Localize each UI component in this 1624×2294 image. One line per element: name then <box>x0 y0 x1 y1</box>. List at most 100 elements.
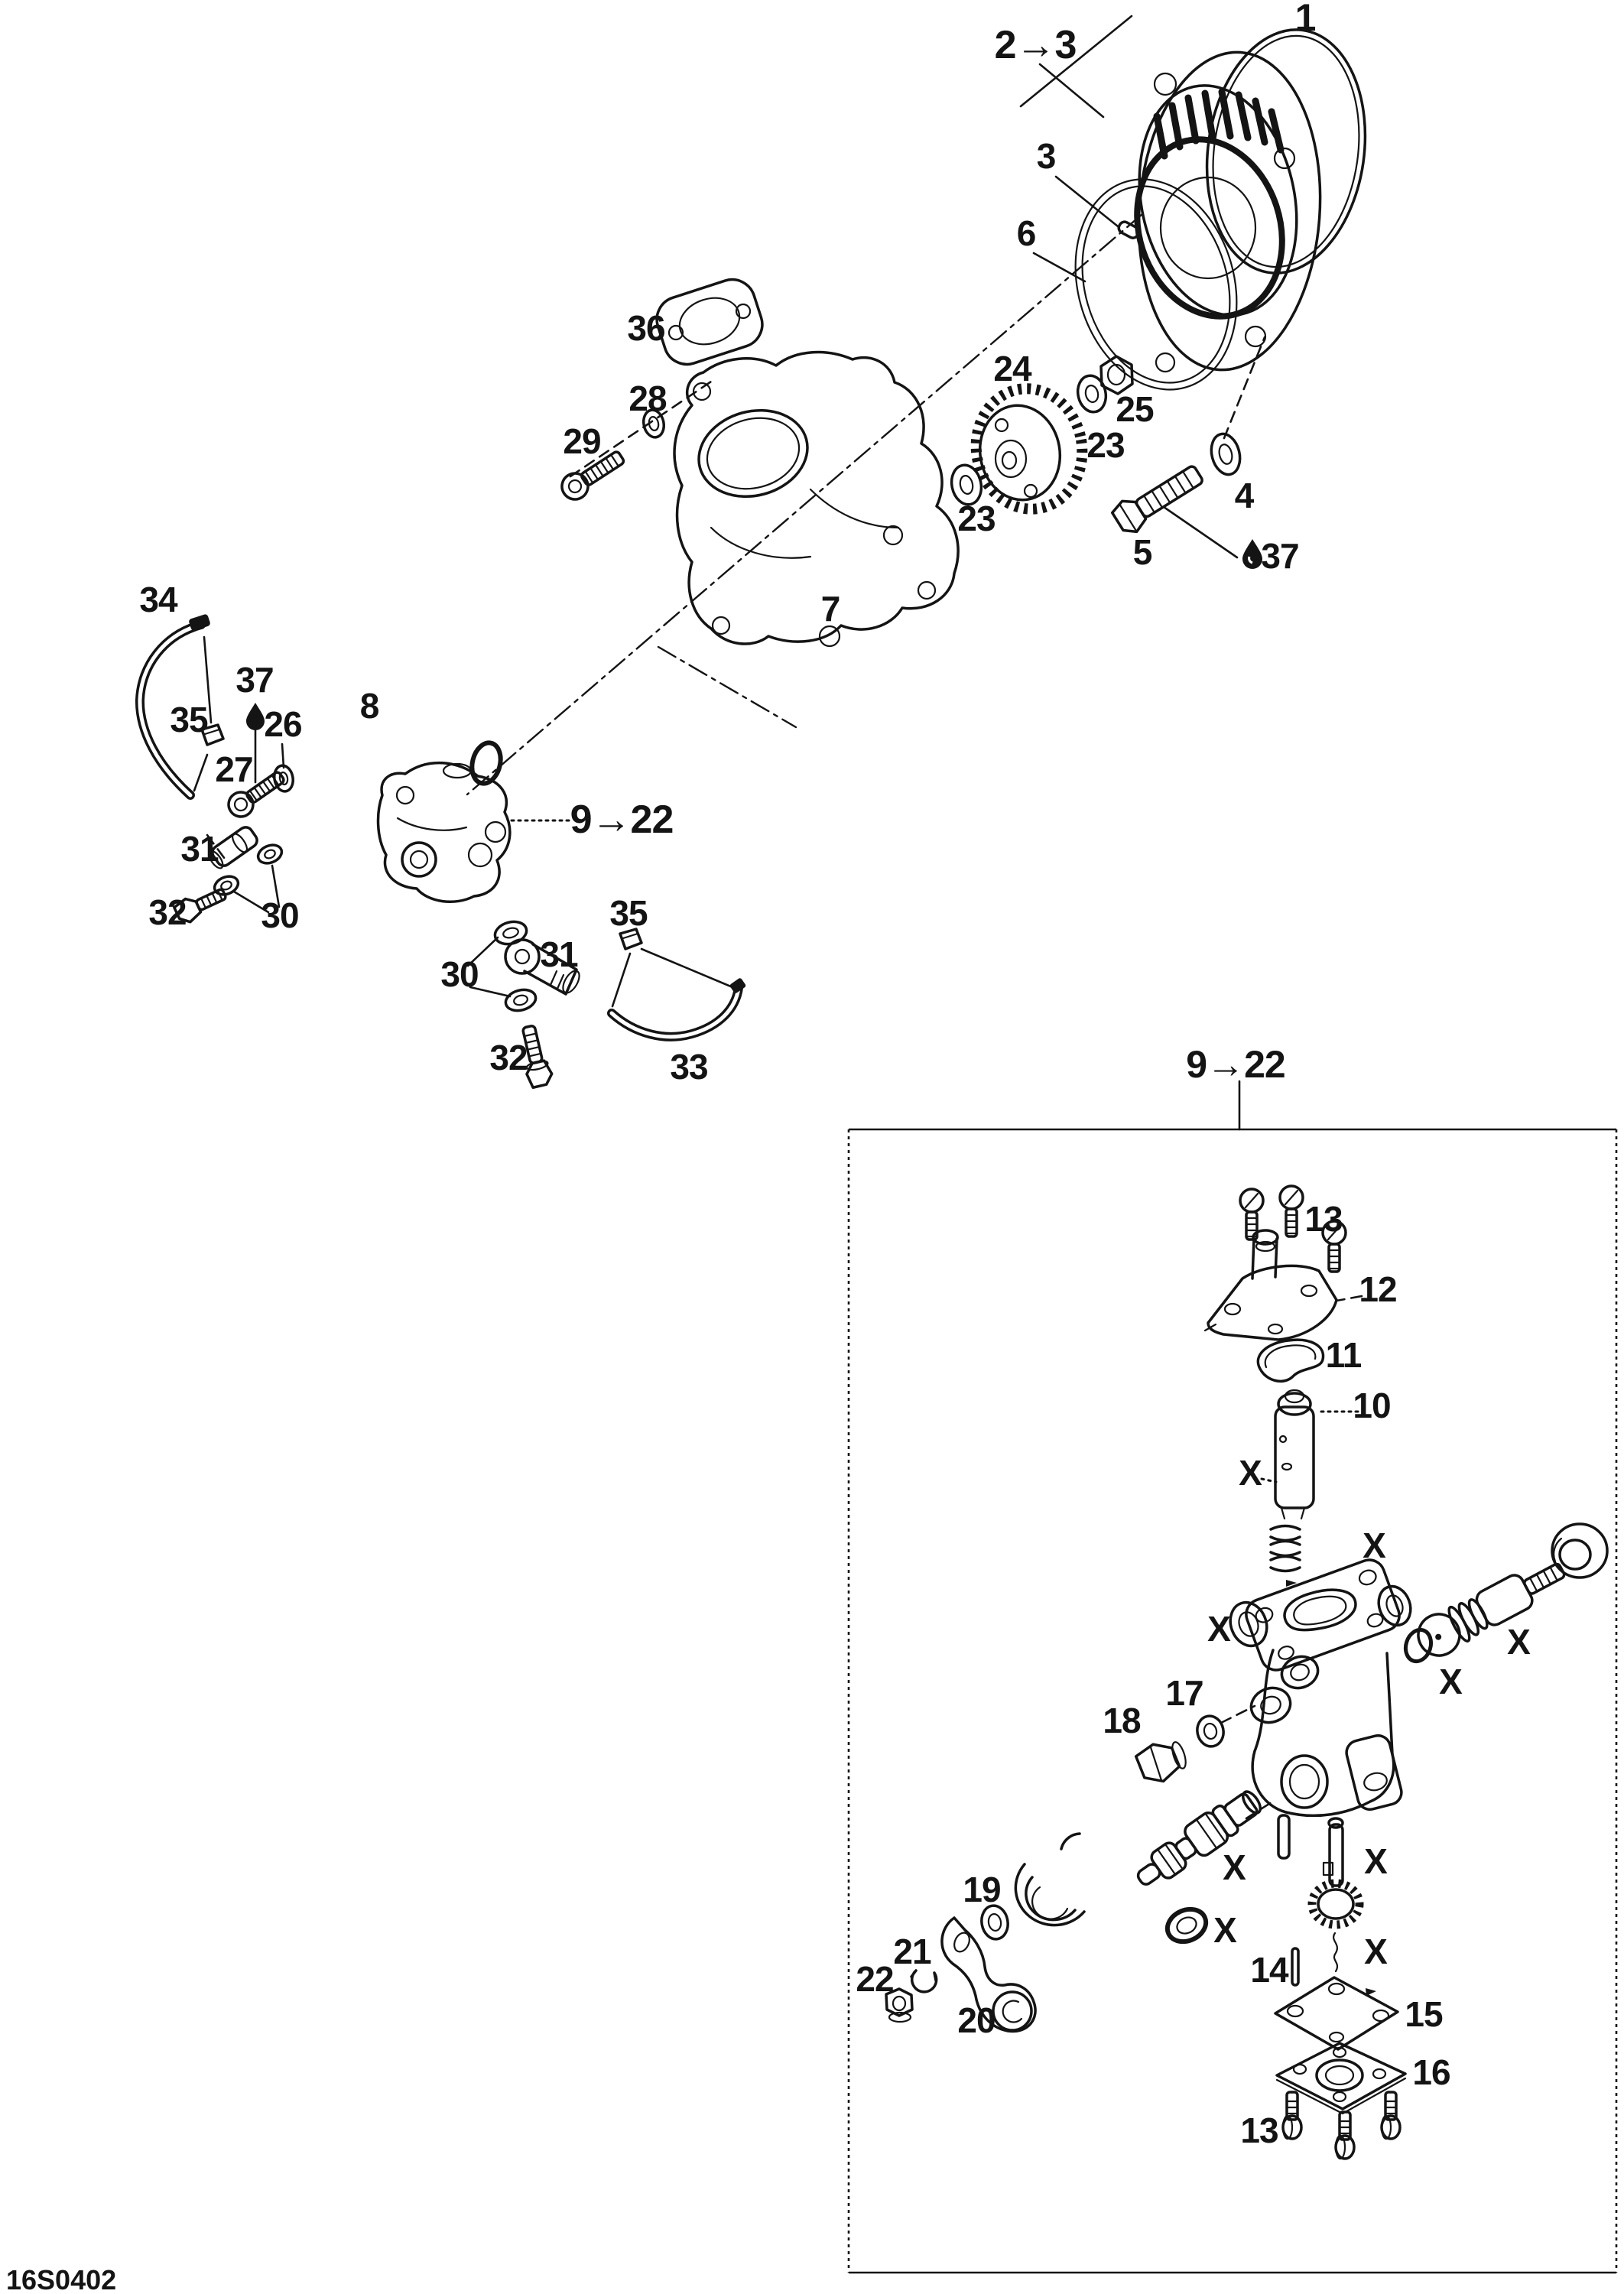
callout-group-9-22-box: 9→22 <box>1186 1043 1285 1086</box>
part-4-washer <box>1210 432 1242 476</box>
callout-x-camshaft: X <box>1223 1847 1246 1887</box>
part-25-nut <box>1099 355 1134 395</box>
part-8-oring <box>469 740 503 786</box>
callout-37-left: 37 <box>235 660 273 700</box>
part-30-washer-right-lower <box>504 988 538 1012</box>
part-7-bracket <box>673 350 960 648</box>
part-10-plunger <box>1274 1389 1315 1520</box>
part-5-hex-bolt <box>1110 465 1203 534</box>
assembly-centerline <box>466 213 1144 796</box>
callout-36: 36 <box>627 308 664 348</box>
callout-22: 22 <box>856 1959 893 1999</box>
part-23-washer-upper <box>1076 374 1108 414</box>
callout-31-right: 31 <box>540 934 578 974</box>
callout-4: 4 <box>1235 476 1255 515</box>
callout-30-left: 30 <box>261 895 298 935</box>
callout-7: 7 <box>821 589 840 629</box>
figure-code: 16S0402 <box>6 2264 116 2294</box>
callout-31-left: 31 <box>180 829 219 869</box>
part-31-sleeve-left <box>208 826 258 869</box>
callout-29: 29 <box>563 421 600 461</box>
part-3-pin <box>1117 220 1140 239</box>
oil-drop-icon <box>246 703 265 730</box>
callout-11: 11 <box>1326 1335 1362 1375</box>
callout-27: 27 <box>215 749 252 789</box>
part-28-washer <box>641 408 666 439</box>
callout-x-shaft: X <box>1364 1841 1388 1881</box>
part-3-seal-ring <box>1117 136 1285 320</box>
part-13-screw <box>1281 2091 1303 2140</box>
part-33-hose <box>607 978 746 1041</box>
callout-19: 19 <box>963 1870 1000 1909</box>
part-6-gasket <box>1074 178 1238 391</box>
callout-23-upper: 23 <box>1086 425 1124 465</box>
callout-14: 14 <box>1250 1950 1289 1990</box>
part-23-washer-lower <box>950 463 983 506</box>
callout-group-9-22-main: 9→22 <box>570 798 674 842</box>
part-seal-right <box>1551 1522 1609 1579</box>
callout-x-valve: X <box>1507 1622 1531 1662</box>
part-9-22-pump-assembly <box>376 761 512 904</box>
callout-26: 26 <box>264 704 301 744</box>
part-oil-seal <box>1164 1906 1209 1945</box>
callout-24: 24 <box>993 349 1032 388</box>
callout-6: 6 <box>1017 213 1036 253</box>
callout-17: 17 <box>1165 1673 1203 1713</box>
part-15-diaphragm <box>1274 1976 1399 2051</box>
part-1-oring <box>1205 28 1367 275</box>
callout-12: 12 <box>1359 1269 1396 1309</box>
callout-x-drip: X <box>1364 1932 1388 1971</box>
callout-35-right: 35 <box>609 893 648 933</box>
part-32-bolt-left <box>173 888 227 924</box>
part-check-valve-right <box>1417 1562 1566 1657</box>
part-36-gasket <box>655 278 764 366</box>
callout-13-top: 13 <box>1304 1199 1342 1239</box>
callout-30-right: 30 <box>440 954 478 994</box>
part-31-banjo-fitting <box>504 938 580 996</box>
part-24-gear <box>970 383 1088 515</box>
part-35-clamp-left <box>200 723 225 746</box>
callout-group-2-3: 2→3 <box>995 23 1077 67</box>
callout-28: 28 <box>628 379 667 418</box>
callout-18: 18 <box>1103 1701 1141 1740</box>
part-13-screw <box>1278 1184 1304 1238</box>
callout-34: 34 <box>139 580 178 619</box>
part-pump-body <box>1229 1558 1412 1860</box>
detail-box <box>847 1128 1618 2274</box>
callout-37-right: 37 <box>1261 536 1298 576</box>
part-11-gasket <box>1256 1338 1325 1383</box>
leader-lines <box>193 15 1363 1820</box>
part-34-hose <box>135 614 210 800</box>
outlet-tube <box>1277 1814 1291 1860</box>
callout-21: 21 <box>893 1932 931 1971</box>
cover-rib-slots <box>1153 88 1285 160</box>
part-13-screw <box>1321 1220 1347 1273</box>
part-13-screw <box>1239 1188 1265 1241</box>
callout-x-body-right: X <box>1439 1662 1463 1701</box>
part-30-washer-left-upper <box>256 843 284 865</box>
part-19-washer <box>980 1904 1009 1941</box>
callout-1: 1 <box>1295 0 1316 39</box>
direction-arrow <box>1286 1580 1297 1587</box>
oil-drop-icon <box>1242 539 1262 569</box>
part-21-eclip <box>910 1969 938 1993</box>
part-13-screw <box>1380 2091 1402 2140</box>
part-16-bottom-plate <box>1275 2042 1407 2115</box>
part-17-washer <box>1196 1714 1225 1748</box>
part-20-lever <box>940 1916 1037 2033</box>
part-35-clamp-right <box>619 928 643 950</box>
callout-10: 10 <box>1353 1386 1390 1425</box>
part-spiral-spring <box>1014 1832 1086 1927</box>
part-13-screw <box>1334 2110 1356 2160</box>
part-small-oring <box>1403 1627 1434 1664</box>
part-30-washer-left-lower <box>213 875 240 896</box>
part-14-pin <box>1291 1947 1300 1987</box>
callout-23-lower: 23 <box>957 499 995 538</box>
callout-35-left: 35 <box>170 700 208 739</box>
part-spring <box>1269 1524 1301 1573</box>
callout-32-left: 32 <box>148 892 186 932</box>
part-camshaft <box>1136 1790 1262 1886</box>
part-22-nut <box>885 1987 914 2023</box>
callout-x-seal: X <box>1213 1910 1237 1950</box>
